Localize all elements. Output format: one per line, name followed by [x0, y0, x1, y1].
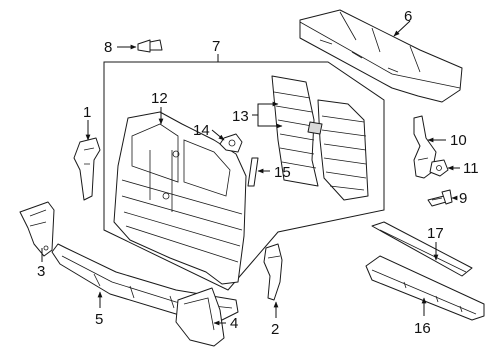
- part-2-small-bracket: [263, 243, 283, 301]
- part-12-shutter-frame: [113, 111, 247, 285]
- leader-6: [393, 20, 411, 37]
- callout-2: 2: [271, 321, 279, 338]
- part-17-seal-strip: [371, 221, 473, 277]
- part-6-upper-cover: [299, 9, 463, 103]
- callout-10: 10: [450, 132, 467, 149]
- callout-5: 5: [95, 311, 103, 328]
- callout-16: 16: [414, 320, 431, 337]
- leader-14: [211, 129, 225, 141]
- callout-4: 4: [230, 315, 238, 332]
- callout-3: 3: [37, 263, 45, 280]
- part-8-push-pin: [137, 39, 163, 53]
- part-1-side-bracket: [73, 137, 101, 201]
- part-4-air-guide: [175, 287, 225, 347]
- callout-1: 1: [83, 104, 91, 121]
- callout-15: 15: [274, 164, 291, 181]
- callout-11: 11: [463, 160, 479, 177]
- part-13-shutter-vanes: [271, 75, 369, 201]
- callout-12: 12: [151, 90, 168, 107]
- part-16-lower-seal: [365, 255, 485, 321]
- part-3-side-panel: [19, 201, 55, 257]
- callout-13: 13: [232, 108, 249, 125]
- callout-8: 8: [104, 39, 112, 56]
- callout-6: 6: [404, 8, 412, 25]
- part-15-strip: [247, 157, 259, 187]
- part-14-bracket: [219, 133, 243, 153]
- callout-17: 17: [427, 225, 444, 242]
- callout-9: 9: [459, 190, 467, 207]
- part-11-nut: [429, 159, 449, 177]
- callout-14: 14: [193, 122, 210, 139]
- callout-7: 7: [212, 38, 220, 55]
- part-10-bracket: [413, 115, 437, 179]
- assembly-7-outline: [103, 61, 385, 291]
- part-9-bolt: [427, 189, 453, 207]
